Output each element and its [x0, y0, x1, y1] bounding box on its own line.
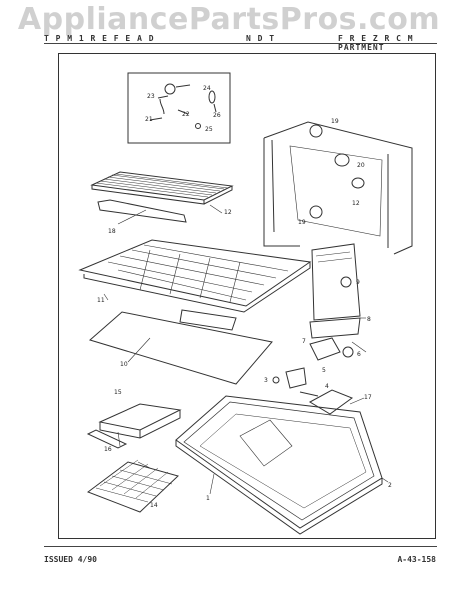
- callout-8: 8: [367, 316, 371, 323]
- callout-5: 5: [322, 367, 326, 374]
- callout-15: 15: [114, 389, 122, 396]
- header-rule: [44, 43, 437, 44]
- callout-2: 2: [388, 482, 392, 489]
- air-duct: [309, 243, 361, 339]
- header-title-middle: N D T: [246, 34, 276, 43]
- callout-labels: 24 23 22 21 26 25 19 20 12 19 18 12 11 1…: [97, 85, 392, 509]
- freezer-liner: [175, 389, 383, 535]
- callout-11: 11: [97, 297, 105, 304]
- damper-control: [272, 337, 354, 397]
- glass-pane: [88, 311, 273, 385]
- callout-21: 21: [145, 116, 153, 123]
- callout-22: 22: [182, 111, 190, 118]
- callout-14: 14: [150, 502, 158, 509]
- freezer-cabinet: [263, 121, 413, 255]
- callout-12-shelf: 12: [224, 209, 232, 216]
- callout-26: 26: [213, 112, 221, 119]
- small-parts-group: [149, 83, 217, 129]
- footer-rule: [44, 546, 437, 547]
- glass-shelf-frame: [78, 239, 312, 331]
- diagram-frame: [58, 53, 436, 539]
- callout-18: 18: [108, 228, 116, 235]
- callout-20: 20: [357, 162, 365, 169]
- callout-3: 3: [264, 377, 268, 384]
- callout-23: 23: [147, 93, 155, 100]
- issued-date: ISSUED 4/90: [44, 555, 97, 564]
- callout-17: 17: [364, 394, 372, 401]
- callout-7: 7: [302, 338, 306, 345]
- header-title-left: T P M 1 R E F E A D: [44, 34, 155, 43]
- callout-9: 9: [356, 279, 360, 286]
- callout-4: 4: [325, 383, 329, 390]
- callout-19-top: 19: [331, 118, 339, 125]
- callout-24: 24: [203, 85, 211, 92]
- diagram-code: A-43-158: [397, 555, 436, 564]
- header-title-right: F R E Z R C M PARTMENT: [338, 34, 414, 52]
- shelf-trim-strip: [97, 199, 187, 223]
- ice-cube-tray: [86, 459, 179, 513]
- callout-12-cabinet: 12: [352, 200, 360, 207]
- callout-10: 10: [120, 361, 128, 368]
- upper-wire-shelf: [90, 171, 234, 205]
- callout-19-bottom: 19: [298, 219, 306, 226]
- drawer-slide: [86, 429, 128, 449]
- callout-25: 25: [205, 126, 213, 133]
- small-parts-inset: [127, 72, 231, 144]
- callout-6: 6: [357, 351, 361, 358]
- callout-16: 16: [104, 446, 112, 453]
- callout-1: 1: [206, 495, 210, 502]
- crisper-pan: [98, 403, 182, 439]
- callout-leaders: [103, 204, 389, 495]
